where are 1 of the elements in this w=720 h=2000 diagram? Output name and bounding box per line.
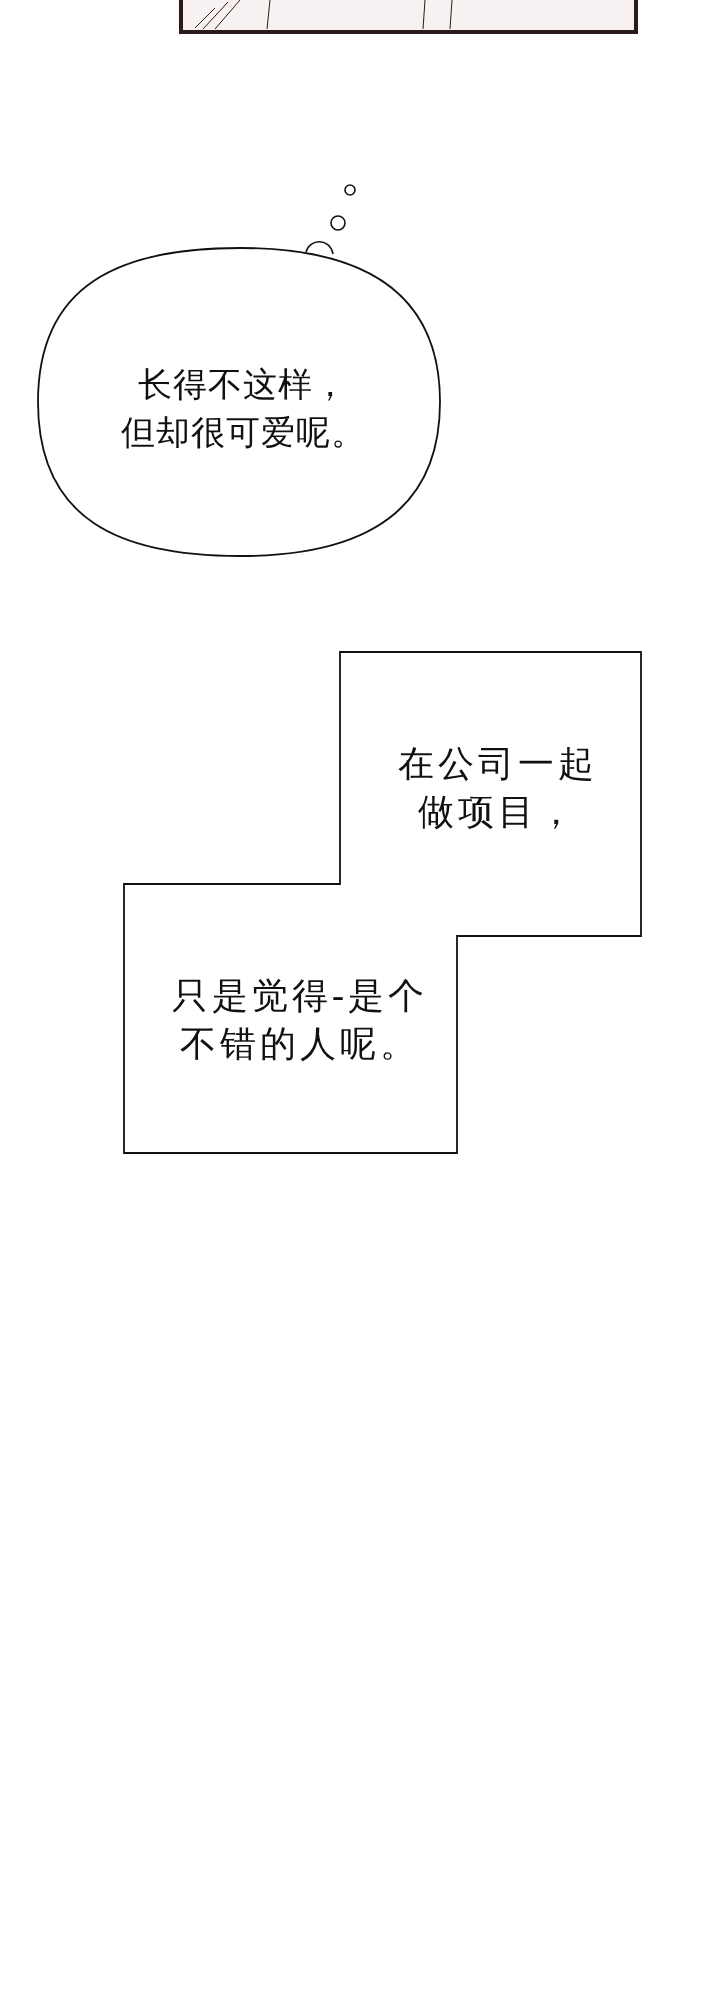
thought-text: 长得不这样，但却很可爱呢。 (119, 363, 367, 454)
